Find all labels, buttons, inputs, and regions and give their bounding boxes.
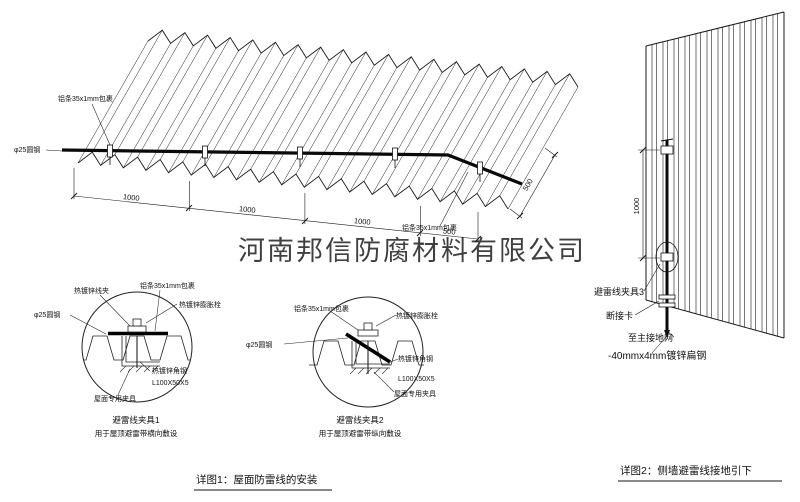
- detail2-subtitle: 用于屋顶避雷带纵向敷设: [319, 428, 402, 438]
- label-detail1-angle-size: L100X50X5: [152, 380, 189, 387]
- detail2-title: 避雷线夹具2: [336, 415, 384, 425]
- label-alu-strip-top: 铝条35x1mm包裹: [58, 94, 113, 103]
- label-detail1-bolt: 热镀锌膨胀栓: [179, 300, 221, 309]
- wall-clamps-and-fittings: [655, 145, 679, 338]
- label-disconnect-card: 断接卡: [606, 310, 633, 321]
- detail1-clamp-view: [69, 289, 193, 403]
- company-watermark: 河南邦信防腐材料有限公司: [238, 236, 586, 266]
- wall-dim-label: 1000: [632, 198, 641, 215]
- label-detail1-strip: 铝条35x1mm包裹: [140, 281, 195, 290]
- label-detail1-fixture: 屋面专用夹具: [94, 394, 136, 403]
- figure2-caption: 详图2：侧墙避雷线接地引下: [620, 464, 752, 477]
- wall-dimension: [638, 146, 660, 262]
- roof-dimension-chain: [70, 168, 482, 243]
- label-rod-steel-roof: φ25圆钢: [14, 145, 40, 154]
- roof-leader-lines: [45, 103, 469, 227]
- dim-label-1000-b: 1000: [238, 204, 256, 215]
- roof-wire-clamps: [107, 144, 483, 182]
- label-flat-steel: -40mmx4mm镀锌扁钢: [608, 349, 706, 362]
- dim-label-500-a: 500: [443, 226, 456, 236]
- label-detail2-angle-size: L100X50X5: [398, 376, 435, 383]
- label-detail2-fixture: 屋面专用夹具: [394, 389, 436, 398]
- label-wall-clamp3: 避雷线夹具3: [594, 286, 644, 297]
- dim-label-1000-c: 1000: [353, 216, 371, 227]
- dim-label-500-right: 500: [521, 177, 535, 192]
- label-detail2-rod: φ25圆钢: [246, 340, 272, 349]
- detail1-title: 避雷线夹具1: [112, 415, 160, 425]
- detail2-clamp-view: [283, 296, 424, 408]
- figure1-caption: 详图1：屋面防雷线的安装: [196, 473, 318, 486]
- label-to-ground-grid: 至主接地网: [628, 332, 673, 343]
- wall-leader-lines: [634, 263, 675, 354]
- label-detail2-angle: 热镀锌角钢: [398, 354, 433, 363]
- label-detail2-strip: 铝条35x1mm包裹: [294, 304, 349, 313]
- label-detail1-clip: 热镀锌线夹: [74, 286, 109, 295]
- label-detail1-angle: 热镀锌角钢: [152, 366, 187, 375]
- label-detail2-bolt: 热镀锌膨胀栓: [396, 311, 438, 320]
- label-alu-strip-right: 铝条35x1mm包裹: [402, 223, 457, 232]
- roof-lightning-wire: [61, 148, 523, 186]
- detail1-subtitle: 用于屋顶避雷带横向敷设: [95, 428, 178, 438]
- dim-label-1000-a: 1000: [122, 192, 140, 203]
- label-detail1-rod: φ25圆钢: [34, 310, 60, 319]
- roof-dimension-right: [509, 147, 559, 220]
